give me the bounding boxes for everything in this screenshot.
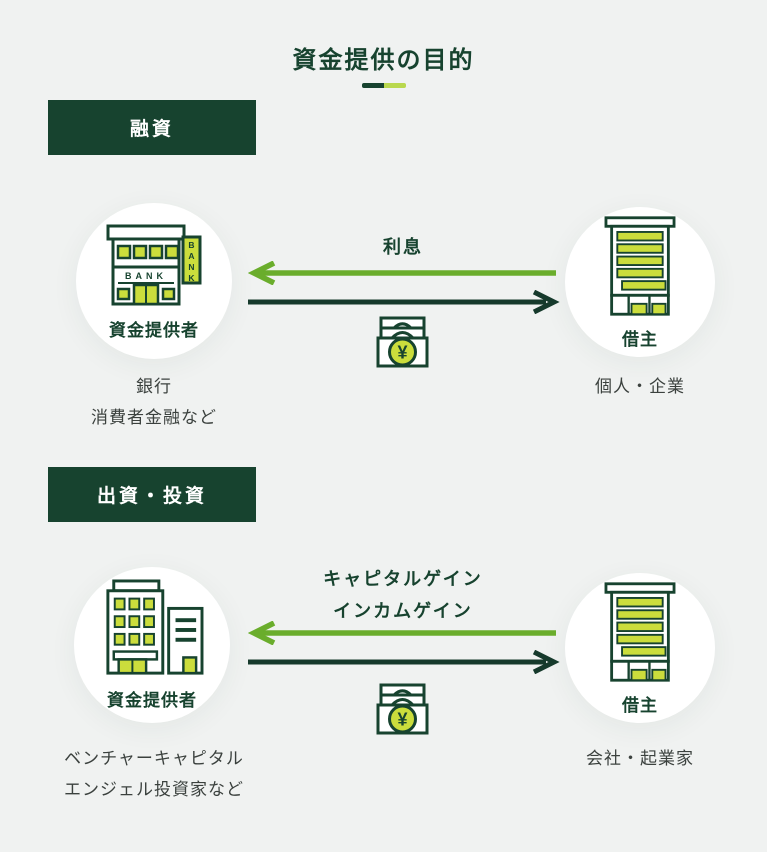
loan-borrower-caption-line1: 個人・企業 [595,377,685,396]
svg-text:BANK: BANK [125,271,167,281]
section-header-investment: 出資・投資 [48,467,256,522]
svg-text:K: K [188,273,195,283]
yen-banknotes-icon: ¥ [376,683,429,735]
section-header-investment-label: 出資・投資 [96,486,207,507]
loan-return-label: 利息 [246,231,560,263]
loan-borrower-circle: 借主 [565,207,715,357]
loan-provider-caption-line1: 銀行 [136,377,172,396]
investment-provider-caption-line1: ベンチャーキャピタル [64,749,244,768]
office-building-icon [604,216,676,316]
section-header-loan: 融資 [48,100,256,155]
loan-provider-circle-label: 資金提供者 [109,321,199,340]
section-header-loan-label: 融資 [129,119,174,140]
svg-text:¥: ¥ [397,343,407,363]
investment-provider-caption: ベンチャーキャピタル エンジェル投資家など [26,743,282,805]
svg-text:B: B [188,240,194,250]
investment-borrower-caption-line1: 会社・起業家 [586,749,694,768]
left-arrow-icon [248,621,556,645]
investment-borrower-caption: 会社・起業家 [558,743,722,774]
underline-light-segment [383,83,406,88]
investment-return-label-line2: インカムゲイン [333,601,473,621]
title-underline [361,83,406,88]
underline-dark-segment [361,83,384,88]
loan-return-label-line1: 利息 [383,237,423,257]
loan-borrower-caption: 個人・企業 [558,371,722,402]
page-title: 資金提供の目的 [292,47,475,74]
loan-provider-circle: B A N K BANK 資金提供者 [76,203,232,359]
bank-building-icon: B A N K BANK [106,224,202,306]
yen-banknotes-icon: ¥ [376,316,429,368]
svg-text:¥: ¥ [397,710,407,730]
loan-provider-caption: 銀行 消費者金融など [26,371,282,433]
loan-borrower-circle-label: 借主 [622,330,658,349]
investment-provider-circle-label: 資金提供者 [107,691,197,710]
investment-borrower-circle: 借主 [565,573,715,723]
investment-return-label: キャピタルゲイン インカムゲイン [246,563,560,627]
investment-return-label-line1: キャピタルゲイン [323,569,483,589]
svg-text:A: A [188,251,194,261]
office-building-icon [604,582,676,682]
right-arrow-icon [248,650,560,674]
left-arrow-icon [248,261,556,285]
investment-borrower-circle-label: 借主 [622,696,658,715]
investment-provider-caption-line2: エンジェル投資家など [64,780,244,799]
right-arrow-icon [248,290,560,314]
company-buildings-icon [106,579,204,675]
svg-text:N: N [188,262,194,272]
investment-provider-circle: 資金提供者 [74,567,230,723]
loan-provider-caption-line2: 消費者金融など [91,408,217,427]
